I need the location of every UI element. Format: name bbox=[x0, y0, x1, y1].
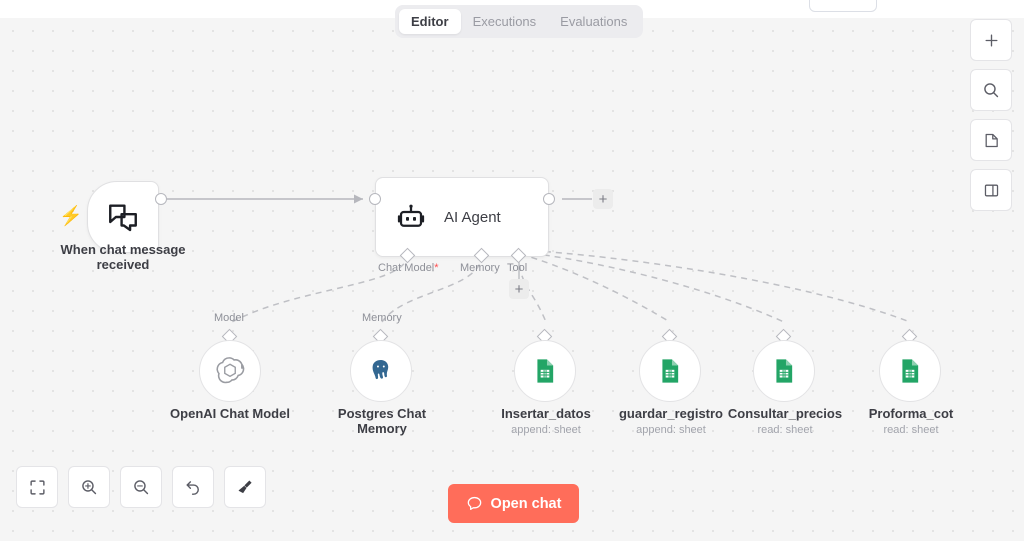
node-subtitle-insertar-datos: append: sheet bbox=[511, 424, 581, 436]
lightning-bolt-icon: ⚡ bbox=[59, 206, 83, 227]
tab-editor[interactable]: Editor bbox=[399, 9, 461, 34]
toggle-panel-icon bbox=[984, 184, 998, 196]
required-asterisk: * bbox=[434, 262, 439, 274]
canvas-right-panel bbox=[970, 19, 1012, 211]
node-postgres-chat-memory[interactable] bbox=[350, 340, 412, 402]
zoom-out-button[interactable] bbox=[120, 466, 162, 508]
chat-bubbles-icon bbox=[109, 204, 137, 232]
canvas-toolbar bbox=[16, 466, 266, 508]
add-sticky-note-button[interactable] bbox=[970, 119, 1012, 161]
node-when-chat-message-received[interactable] bbox=[87, 181, 159, 253]
plus-icon bbox=[985, 34, 997, 46]
reset-zoom-icon bbox=[186, 481, 199, 495]
node-label-consultar-precios: Consultar_precios bbox=[727, 406, 843, 421]
add-tool-button[interactable]: + bbox=[509, 279, 529, 299]
node-subtitle-guardar-registro: append: sheet bbox=[636, 424, 706, 436]
node-guardar-registro[interactable] bbox=[639, 340, 701, 402]
open-chat-label: Open chat bbox=[490, 495, 562, 512]
node-label-openai-chat-model: OpenAI Chat Model bbox=[170, 406, 290, 421]
open-chat-button[interactable]: Open chat bbox=[448, 484, 579, 523]
toggle-panel-button[interactable] bbox=[970, 169, 1012, 211]
subnode-connector-label-memory: Memory bbox=[362, 312, 402, 324]
node-label-postgres-chat-memory: Postgres Chat Memory bbox=[337, 406, 427, 436]
google-sheets-icon bbox=[902, 359, 919, 383]
node-label-guardar-registro: guardar_registro bbox=[618, 406, 724, 421]
trigger-node-label: When chat message received bbox=[60, 242, 186, 272]
header-partial-button[interactable] bbox=[809, 0, 877, 12]
tidy-up-button[interactable] bbox=[224, 466, 266, 508]
connector-label-chat-model-text: Chat Model bbox=[378, 262, 435, 274]
connector-label-tool: Tool bbox=[507, 262, 528, 274]
zoom-in-icon bbox=[82, 480, 97, 495]
google-sheets-icon bbox=[776, 359, 793, 383]
node-ai-agent[interactable]: AI Agent bbox=[375, 177, 549, 257]
tidy-up-broom-icon bbox=[238, 480, 252, 494]
sticky-note-icon bbox=[985, 133, 998, 147]
workflow-canvas[interactable]: ⚡ When chat message received AI Agent + bbox=[0, 18, 1024, 541]
chat-bubble-icon bbox=[467, 496, 481, 511]
workflow-tab-bar: Editor Executions Evaluations bbox=[395, 5, 644, 38]
postgres-elephant-icon bbox=[372, 360, 389, 380]
google-sheets-icon bbox=[662, 359, 679, 383]
openai-icon bbox=[216, 357, 245, 384]
node-subtitle-consultar-precios: read: sheet bbox=[757, 424, 813, 436]
agent-output-endpoint[interactable] bbox=[543, 193, 555, 205]
node-label-proforma-cot: Proforma_cot bbox=[868, 406, 954, 421]
connector-label-chat-model: Chat Model* bbox=[378, 262, 439, 274]
tab-executions[interactable]: Executions bbox=[472, 14, 537, 29]
zoom-out-icon bbox=[134, 480, 149, 495]
search-icon bbox=[984, 83, 999, 98]
fit-to-view-icon bbox=[29, 479, 45, 495]
fit-to-view-button[interactable] bbox=[16, 466, 58, 508]
robot-icon bbox=[397, 204, 425, 227]
node-subtitle-proforma-cot: read: sheet bbox=[883, 424, 939, 436]
trigger-output-endpoint[interactable] bbox=[155, 193, 167, 205]
connector-label-memory: Memory bbox=[460, 262, 500, 274]
subnode-connector-label-model: Model bbox=[214, 312, 244, 324]
search-nodes-button[interactable] bbox=[970, 69, 1012, 111]
ai-agent-title: AI Agent bbox=[444, 208, 501, 226]
agent-output-add-button[interactable]: + bbox=[593, 189, 613, 209]
node-consultar-precios[interactable] bbox=[753, 340, 815, 402]
node-proforma-cot[interactable] bbox=[879, 340, 941, 402]
add-node-button[interactable] bbox=[970, 19, 1012, 61]
node-openai-chat-model[interactable] bbox=[199, 340, 261, 402]
node-label-insertar-datos: Insertar_datos bbox=[501, 406, 591, 421]
node-insertar-datos[interactable] bbox=[514, 340, 576, 402]
agent-input-endpoint[interactable] bbox=[369, 193, 381, 205]
google-sheets-icon bbox=[537, 359, 554, 383]
reset-zoom-button[interactable] bbox=[172, 466, 214, 508]
zoom-in-button[interactable] bbox=[68, 466, 110, 508]
tab-evaluations[interactable]: Evaluations bbox=[560, 14, 628, 29]
